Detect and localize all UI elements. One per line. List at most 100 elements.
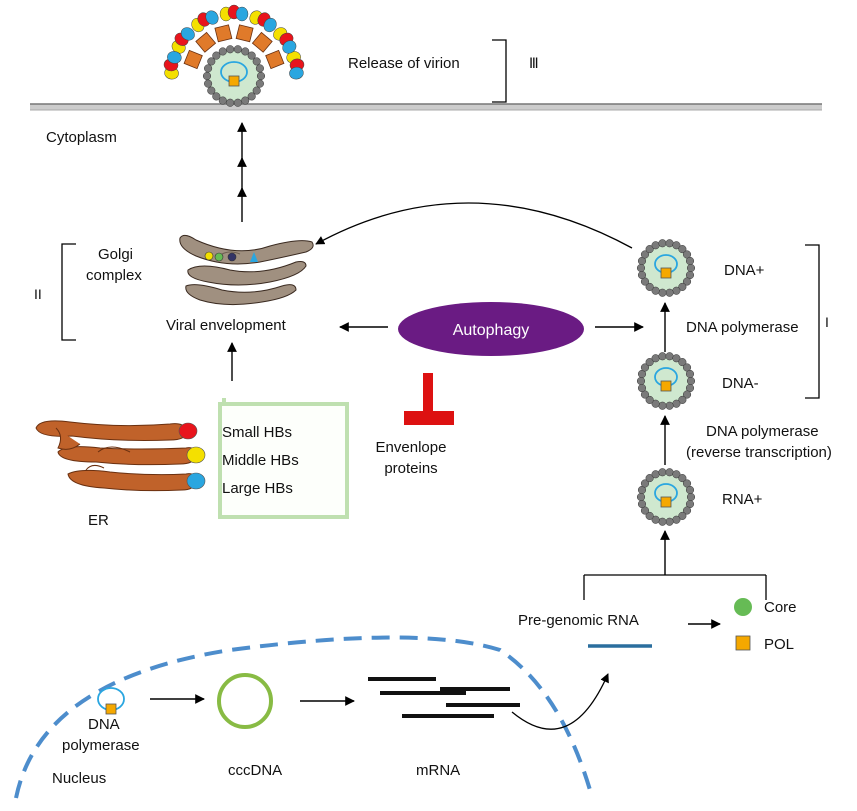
bracket-two <box>61 243 76 341</box>
golgi-label-line1: Golgi <box>98 246 133 263</box>
capsid-dna-plus <box>636 239 696 297</box>
capsid-bead <box>658 468 667 477</box>
bracket-one <box>805 244 820 399</box>
capsid-bead <box>651 470 660 479</box>
bracket-three <box>492 39 507 103</box>
capsid-bead <box>682 390 692 399</box>
capsid-bead <box>678 358 687 367</box>
capsid-bead <box>685 256 695 266</box>
released-virion <box>163 4 305 107</box>
small-hbs-label: Small HBs <box>222 424 292 441</box>
capsid-bead <box>645 511 654 520</box>
dna-polymerase-nuc-line1: DNA <box>88 716 120 733</box>
capsid-bead <box>678 245 687 254</box>
autophagy-ellipse[interactable] <box>398 302 584 356</box>
capsid-bead <box>218 96 227 105</box>
capsid-bead <box>204 79 213 88</box>
cytoplasm-label: Cytoplasm <box>46 129 117 146</box>
hbs-box <box>218 398 349 519</box>
dna-to-golgi-arrow <box>315 202 633 249</box>
capsid-bead <box>665 401 674 410</box>
envelope-block <box>235 24 254 43</box>
envelope-block <box>251 31 273 53</box>
capsid-dna-minus <box>636 352 696 410</box>
capsid-bead <box>645 282 654 291</box>
released-capsid <box>202 45 266 107</box>
golgi-label-line2: complex <box>86 267 142 284</box>
cccdna-icon <box>217 673 273 729</box>
capsid-bead <box>207 86 216 95</box>
capsid-bead <box>255 79 264 88</box>
capsid-bead <box>636 376 646 386</box>
capsid-bead <box>672 470 681 479</box>
capsid-bead <box>204 64 213 73</box>
capsid-bead <box>212 92 221 101</box>
rna-plus-label: RNA+ <box>722 491 763 508</box>
pol-legend-icon <box>735 635 751 651</box>
capsid-bead <box>226 45 235 54</box>
release-label: Release of virion <box>348 55 460 72</box>
core-legend-icon <box>734 598 752 616</box>
capsid-bead <box>651 241 660 250</box>
large-hbs-label: Large HBs <box>222 480 293 497</box>
capsid-bead <box>678 474 687 483</box>
dna-plus-label: DNA+ <box>724 262 765 279</box>
capsid-bead <box>686 263 696 273</box>
capsid-bead <box>256 71 266 81</box>
capsid-bead <box>241 96 250 105</box>
surface-protein <box>191 10 219 33</box>
dna-pol-rt-line1: DNA polymerase <box>706 423 819 440</box>
capsid-bead <box>252 86 261 95</box>
envelope-proteins-line2: proteins <box>384 460 437 477</box>
capsid-bead <box>252 57 261 66</box>
capsid-bead <box>233 98 242 107</box>
capsid-bead <box>658 352 667 361</box>
pregenomic-rna-label: Pre-genomic RNA <box>518 612 639 629</box>
cccdna-label: cccDNA <box>228 762 282 779</box>
envelope-block <box>265 49 285 70</box>
mrna-strands <box>368 677 520 718</box>
capsid-bead <box>686 376 696 386</box>
capsid-bead <box>640 363 650 372</box>
capsid-bead <box>241 47 250 56</box>
assembly-connector <box>583 530 767 600</box>
capsid-bead <box>640 250 650 259</box>
nucleus-label: Nucleus <box>52 770 106 787</box>
surface-protein <box>273 27 297 54</box>
roman-two-label: II <box>34 286 42 302</box>
viral-envelopment-label: Viral envelopment <box>166 317 287 334</box>
capsid-bead <box>678 395 687 404</box>
capsid-bead <box>685 485 695 495</box>
dna-polymerase-label: DNA polymerase <box>686 319 799 336</box>
capsid-bead <box>658 401 667 410</box>
capsid-bead <box>665 468 674 477</box>
middle-hbs-label: Middle HBs <box>222 452 299 469</box>
capsid-bead <box>247 51 256 60</box>
surface-protein <box>249 10 277 33</box>
relaxed-dna-icon <box>97 687 125 715</box>
envelope-block <box>195 31 217 53</box>
capsid-bead <box>665 517 674 526</box>
capsid-bead <box>640 479 650 488</box>
dna-minus-label: DNA- <box>722 375 759 392</box>
dna-pol-rt-line2: (reverse transcription) <box>686 444 832 461</box>
capsid-bead <box>645 245 654 254</box>
core-label: Core <box>764 599 797 616</box>
golgi-complex <box>179 234 314 306</box>
capsid-bead <box>651 286 660 295</box>
capsid-bead <box>672 515 681 524</box>
surface-protein <box>286 51 305 80</box>
envelope-block <box>183 49 203 70</box>
capsid-bead <box>665 288 674 297</box>
capsid-bead <box>682 277 692 286</box>
envelope-proteins-line1: Envenlope <box>376 439 447 456</box>
capsid-bead <box>636 492 646 502</box>
capsid-bead <box>678 511 687 520</box>
capsid-bead <box>212 51 221 60</box>
endoplasmic-reticulum <box>35 420 206 492</box>
capsid-bead <box>226 98 235 107</box>
capsid-bead <box>651 354 660 363</box>
envelope-block <box>214 24 233 43</box>
dna-polymerase-nuc-line2: polymerase <box>62 737 140 754</box>
capsid-bead <box>637 383 647 393</box>
